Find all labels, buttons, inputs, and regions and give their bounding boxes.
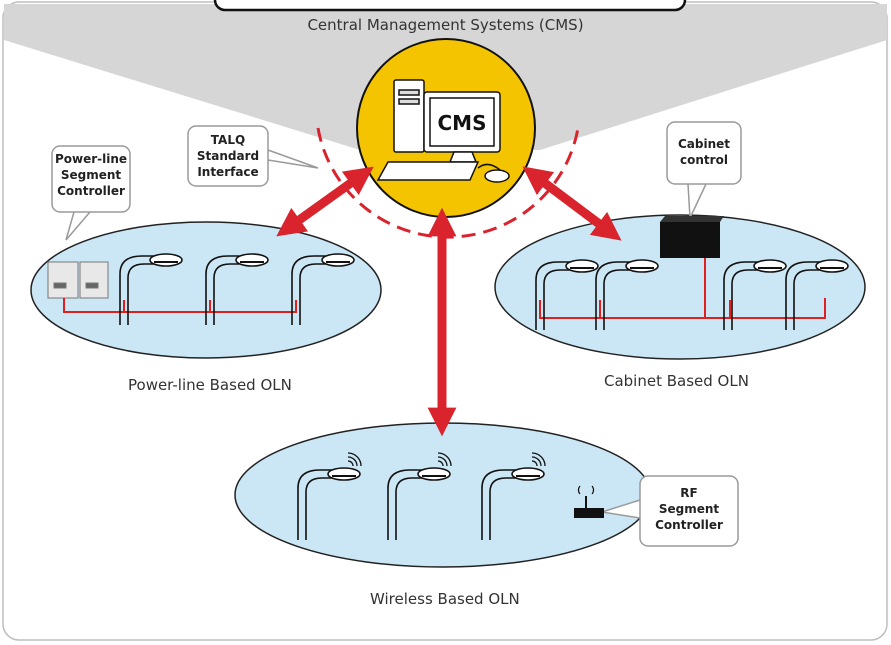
street-light-icon	[535, 259, 599, 330]
street-light-icon	[595, 259, 659, 330]
wireless-street-light-icon	[297, 452, 362, 540]
street-light-icon	[723, 259, 787, 330]
street-light-icon	[291, 253, 355, 325]
powerline-controller-device	[47, 261, 109, 299]
talq-callout-bubble	[187, 125, 319, 187]
street-light-icon	[785, 259, 849, 330]
connection-arrows	[276, 166, 622, 437]
street-light-poles	[119, 253, 849, 540]
wireless-street-light-icon	[481, 452, 546, 540]
cabinet-network-label: Cabinet Based OLN	[604, 372, 749, 390]
cms-screen-label: CMS	[438, 111, 487, 135]
cms-title: Central Management Systems (CMS)	[307, 16, 584, 34]
powerline-controller-bubble	[51, 145, 131, 241]
arrow-to-powerline	[276, 166, 374, 237]
wireless-network-label: Wireless Based OLN	[370, 590, 520, 608]
cabinet-network-ellipse	[494, 214, 866, 360]
powerline-cable	[63, 298, 297, 313]
cabinet-cable	[539, 298, 826, 319]
rf-controller-device	[574, 485, 604, 518]
cabinet-box-icon	[660, 216, 724, 258]
cms-computer-icon	[376, 79, 510, 183]
arrow-to-cabinet	[522, 166, 622, 241]
wireless-street-light-icon	[387, 452, 452, 540]
street-light-icon	[119, 253, 183, 325]
street-light-icon	[205, 253, 269, 325]
powerline-network-label: Power-line Based OLN	[128, 376, 292, 394]
top-banner	[213, 0, 687, 12]
